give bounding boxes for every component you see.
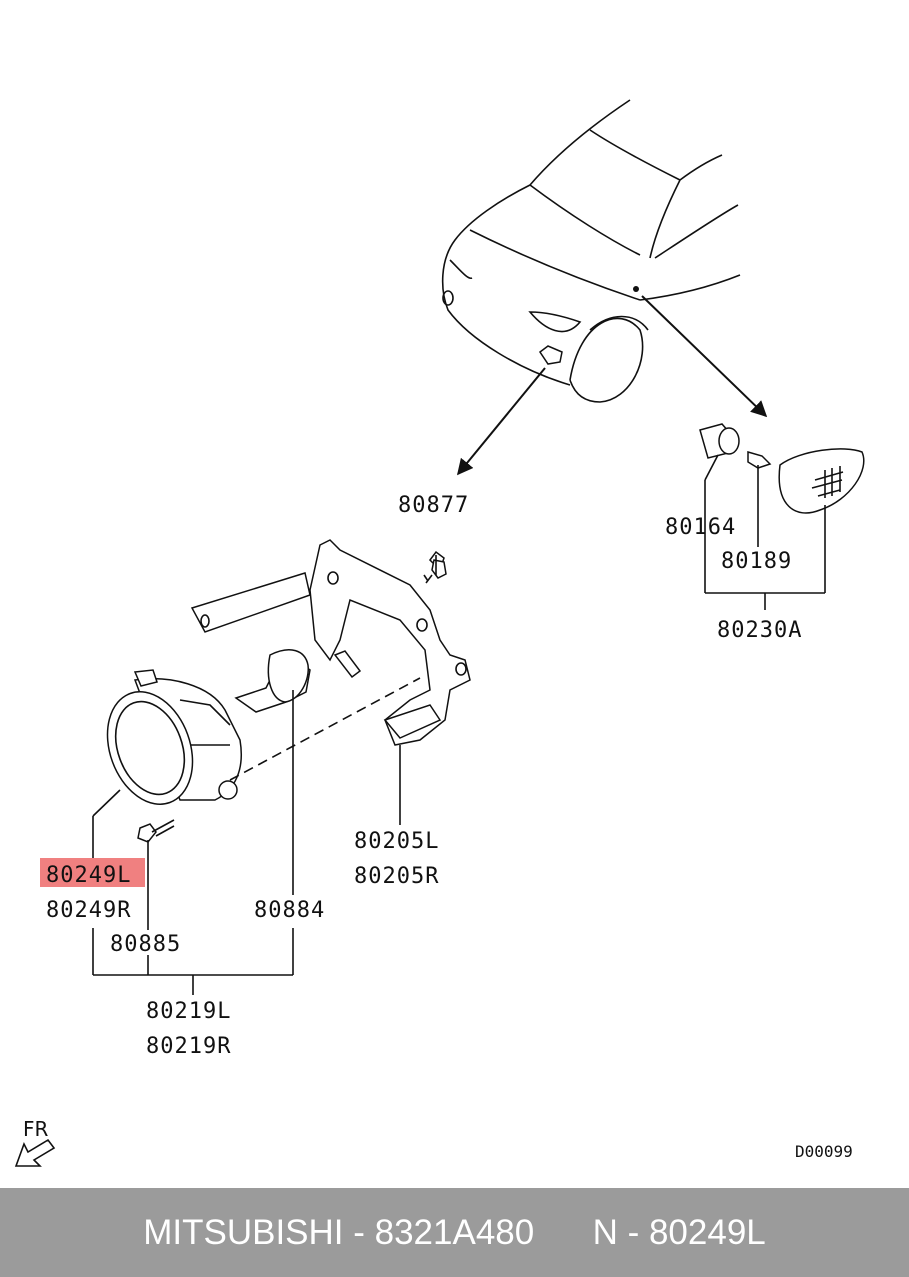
foglamp-leaders (92, 555, 437, 995)
car-front-illustration (441, 99, 741, 403)
footer-bar: MITSUBISHI - 8321A480 N - 80249L (0, 1188, 909, 1277)
label-80219R: 80219R (146, 1034, 231, 1059)
label-80885: 80885 (110, 932, 181, 957)
bracket-illustration (190, 539, 471, 746)
diagram-code: D00099 (795, 1142, 853, 1161)
label-80230A: 80230A (717, 618, 802, 643)
label-80189: 80189 (721, 549, 792, 574)
screw-illustration (137, 819, 175, 843)
front-direction-arrow-icon (14, 1138, 56, 1167)
label-80164: 80164 (665, 515, 736, 540)
label-80205L: 80205L (354, 829, 439, 854)
side-lamp-leaders (704, 454, 826, 610)
parts-diagram: 80877 80164 80189 80230A 80205L 80205R 8… (14, 99, 865, 1167)
front-direction-indicator: FR (14, 1117, 56, 1167)
leader-arrow-side-lamp (641, 295, 768, 418)
front-direction-label: FR (23, 1117, 49, 1141)
label-80249L: 80249L (46, 863, 131, 888)
highlight-box (40, 858, 145, 887)
label-80877: 80877 (398, 493, 469, 518)
label-80219L: 80219L (146, 999, 231, 1024)
footer-text: MITSUBISHI - 8321A480 N - 80249L (143, 1212, 766, 1252)
label-80205R: 80205R (354, 864, 439, 889)
fog-lamp-illustration (106, 649, 421, 805)
label-80249R: 80249R (46, 898, 131, 923)
side-turn-lamp-illustration (699, 423, 865, 514)
leader-arrow-foglamp (456, 367, 546, 476)
label-80884: 80884 (254, 898, 325, 923)
